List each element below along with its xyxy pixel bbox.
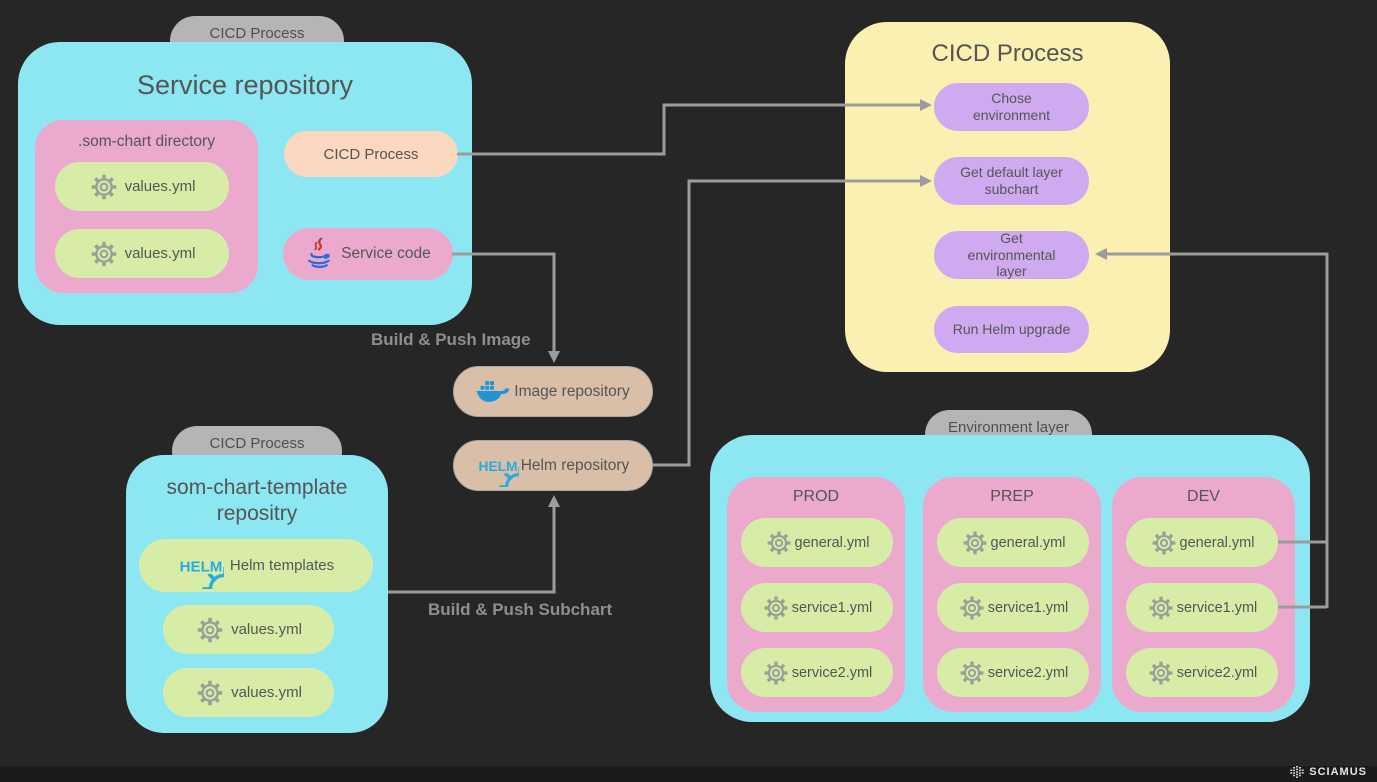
- arrow-template-repo-to-helm-repo: [388, 495, 560, 594]
- gear-icon: [762, 594, 790, 622]
- gear-icon: [958, 659, 986, 687]
- env-file-pill: service1.yml: [741, 583, 893, 632]
- service-repository-box: Service repository .som-chart directory …: [18, 42, 472, 325]
- step-label: Get default layer subchart: [960, 164, 1063, 197]
- step-label: Run Helm upgrade: [952, 321, 1071, 338]
- helm-logo-text: HELM: [478, 458, 517, 473]
- env-column-title: PREP: [990, 488, 1034, 505]
- cicd-process-pill: CICD Process: [284, 131, 458, 177]
- tag-label: Environment layer: [948, 419, 1069, 436]
- env-file-pill: general.yml: [1126, 518, 1278, 567]
- values-file-label: values.yml: [231, 684, 302, 701]
- gear-icon: [89, 239, 119, 269]
- env-file-label: service2.yml: [791, 664, 873, 681]
- gear-icon: [89, 172, 119, 202]
- gear-icon: [195, 615, 225, 645]
- env-file-pill: service2.yml: [741, 648, 893, 697]
- env-file-label: general.yml: [794, 534, 870, 551]
- env-file-pill: service1.yml: [1126, 583, 1278, 632]
- step-pill-chose-environment: Chose environment: [934, 83, 1089, 131]
- sciamus-logo: SCIAMUS: [1290, 765, 1367, 779]
- build-push-subchart-label: Build & Push Subchart: [428, 600, 613, 619]
- env-file-label: general.yml: [990, 534, 1066, 551]
- gear-icon: [1150, 529, 1178, 557]
- values-file-pill: values.yml: [55, 162, 229, 211]
- step-label: Chose environment: [972, 90, 1051, 123]
- env-file-label: service1.yml: [791, 599, 873, 616]
- cicd-process-box: CICD Process Chose environment Get defau…: [845, 22, 1170, 372]
- image-repository-label: Image repository: [514, 382, 630, 400]
- service-code-pill: Service code: [283, 228, 453, 280]
- step-pill-get-default-layer-subchart: Get default layer subchart: [934, 157, 1089, 205]
- env-file-pill: service1.yml: [937, 583, 1089, 632]
- gear-icon: [195, 678, 225, 708]
- cicd-process-title: CICD Process: [931, 40, 1084, 67]
- env-column-prod: PROD general.yml service1.yml service2.y…: [727, 477, 905, 712]
- tag-label: CICD Process: [209, 435, 305, 452]
- env-file-label: service1.yml: [987, 599, 1069, 616]
- footer-strip: [0, 766, 1377, 782]
- step-pill-get-environmental-layer: Get environmental layer: [934, 230, 1089, 280]
- gear-icon: [1147, 659, 1175, 687]
- environment-layer-box: PROD general.yml service1.yml service2.y…: [710, 435, 1310, 722]
- env-column-title: PROD: [792, 488, 840, 505]
- values-file-pill: values.yml: [55, 229, 229, 278]
- env-file-label: general.yml: [1179, 534, 1255, 551]
- env-file-pill: service2.yml: [937, 648, 1089, 697]
- gear-icon: [958, 594, 986, 622]
- template-repository-title: som-chart-template repositry: [166, 476, 348, 526]
- template-repository-box: som-chart-template repositry HELM Helm t…: [126, 455, 388, 733]
- env-column-dev: DEV general.yml service1.yml service2.ym…: [1112, 477, 1295, 712]
- values-file-label: values.yml: [231, 621, 302, 638]
- helm-repository-label: Helm repository: [520, 456, 630, 474]
- cicd-process-pill-label: CICD Process: [323, 145, 419, 163]
- build-push-image-label: Build & Push Image: [371, 330, 531, 349]
- sciamus-brand-text: SCIAMUS: [1309, 766, 1367, 778]
- env-column-title: DEV: [1187, 488, 1220, 505]
- docker-whale-icon: [476, 379, 510, 404]
- service-repository-title: Service repository: [136, 70, 354, 100]
- tag-label: CICD Process: [209, 25, 305, 42]
- helm-repository-pill: HELM Helm repository: [453, 440, 653, 491]
- sciamus-mark-icon: [1290, 765, 1304, 779]
- step-pill-run-helm-upgrade: Run Helm upgrade: [934, 306, 1089, 353]
- env-column-prep: PREP general.yml service1.yml service2.y…: [923, 477, 1101, 712]
- env-file-label: service2.yml: [1176, 664, 1258, 681]
- env-file-pill: general.yml: [937, 518, 1089, 567]
- helm-templates-pill: HELM Helm templates: [139, 539, 373, 592]
- env-file-label: service1.yml: [1176, 599, 1258, 616]
- service-code-label: Service code: [341, 245, 431, 262]
- java-cup-icon: [305, 237, 335, 271]
- values-file-label: values.yml: [124, 245, 196, 262]
- image-repository-pill: Image repository: [453, 366, 653, 417]
- gear-icon: [961, 529, 989, 557]
- helm-logo-text: HELM: [180, 558, 223, 575]
- gear-icon: [765, 529, 793, 557]
- values-file-label: values.yml: [124, 178, 196, 195]
- values-file-pill: values.yml: [163, 668, 334, 717]
- helm-wheel-icon: HELM: [178, 557, 224, 589]
- env-file-pill: service2.yml: [1126, 648, 1278, 697]
- step-label: Get environmental layer: [967, 230, 1056, 280]
- som-chart-directory-title: .som-chart directory: [78, 133, 215, 150]
- env-file-pill: general.yml: [741, 518, 893, 567]
- som-chart-directory-box: .som-chart directory values.yml values.y…: [35, 120, 258, 293]
- values-file-pill: values.yml: [163, 605, 334, 654]
- helm-templates-label: Helm templates: [229, 557, 335, 574]
- gear-icon: [1147, 594, 1175, 622]
- gear-icon: [762, 659, 790, 687]
- env-file-label: service2.yml: [987, 664, 1069, 681]
- helm-wheel-icon: HELM: [477, 458, 519, 487]
